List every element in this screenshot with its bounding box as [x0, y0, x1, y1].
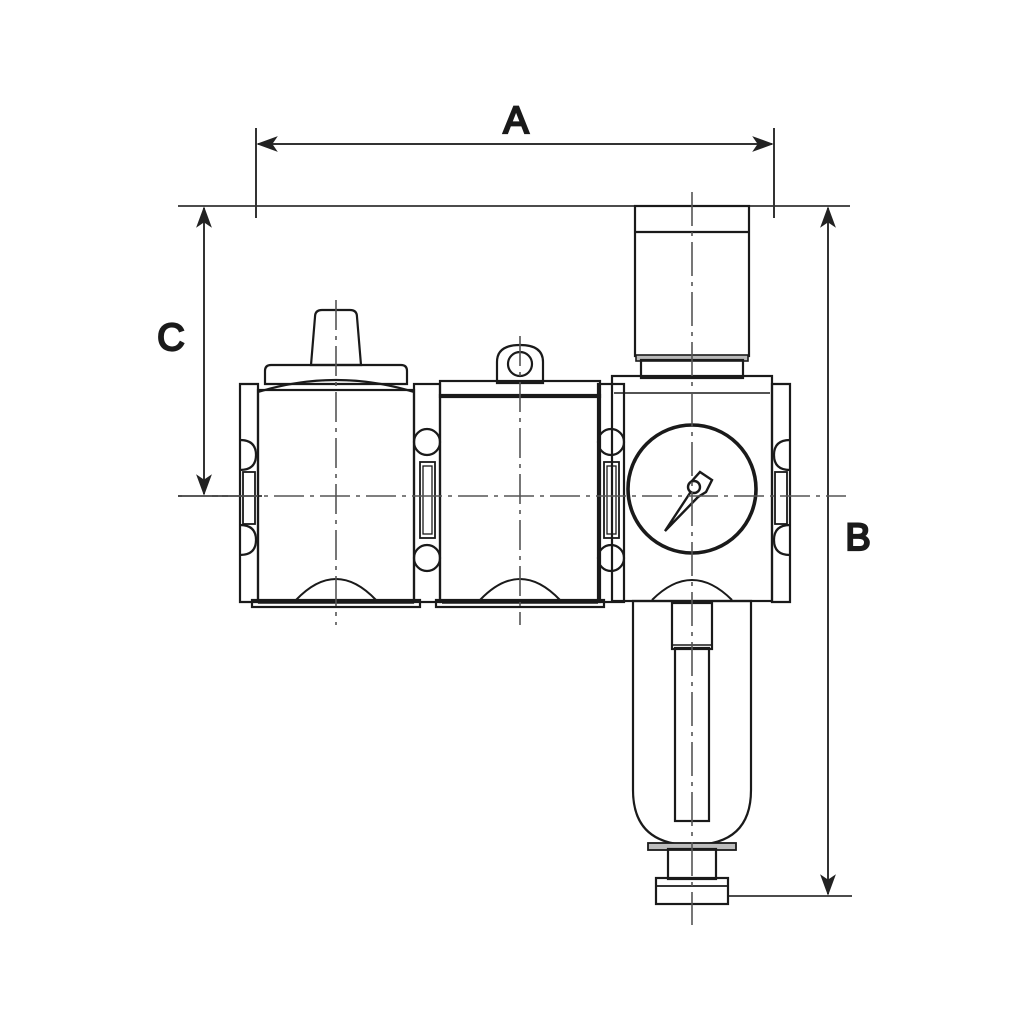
filter-left-port-notch-lower	[239, 523, 258, 557]
dimension-c	[178, 206, 262, 497]
connector-1-bolt-lower	[412, 543, 442, 573]
lubricator-right-slot	[774, 471, 788, 525]
connector-1-slot	[419, 461, 436, 539]
regulator-bottom-plate	[434, 598, 606, 609]
dimension-b	[728, 206, 852, 897]
pressure-gauge-needle	[663, 470, 714, 532]
filter-adjust-knob	[309, 308, 363, 367]
dimension-label-a: A	[503, 100, 529, 142]
lubricator-bowl-arc	[651, 579, 733, 601]
connector-filter-regulator	[412, 382, 442, 604]
filter-knob-collar	[263, 363, 409, 386]
lubricator-right-port-notch-lower	[772, 523, 791, 557]
connector-1-slot-inner	[422, 465, 433, 535]
dimension-label-b: B	[845, 517, 870, 559]
filter-unit	[238, 308, 422, 609]
lubricator-right-port-notch-upper	[772, 438, 791, 472]
filter-left-port-notch-upper	[239, 438, 258, 472]
pressure-gauge-hub	[686, 479, 702, 495]
dimension-a	[255, 128, 775, 218]
centerlines	[182, 192, 846, 925]
lubricator-unit	[610, 204, 792, 906]
filter-left-slot	[242, 471, 256, 525]
lubricator-right-flange	[770, 382, 792, 604]
connector-1-body	[412, 382, 442, 604]
dimension-label-c: C	[157, 317, 184, 359]
connector-1-bolt-upper	[412, 427, 442, 457]
filter-dome-cap	[257, 378, 415, 394]
filter-left-flange	[238, 382, 260, 604]
